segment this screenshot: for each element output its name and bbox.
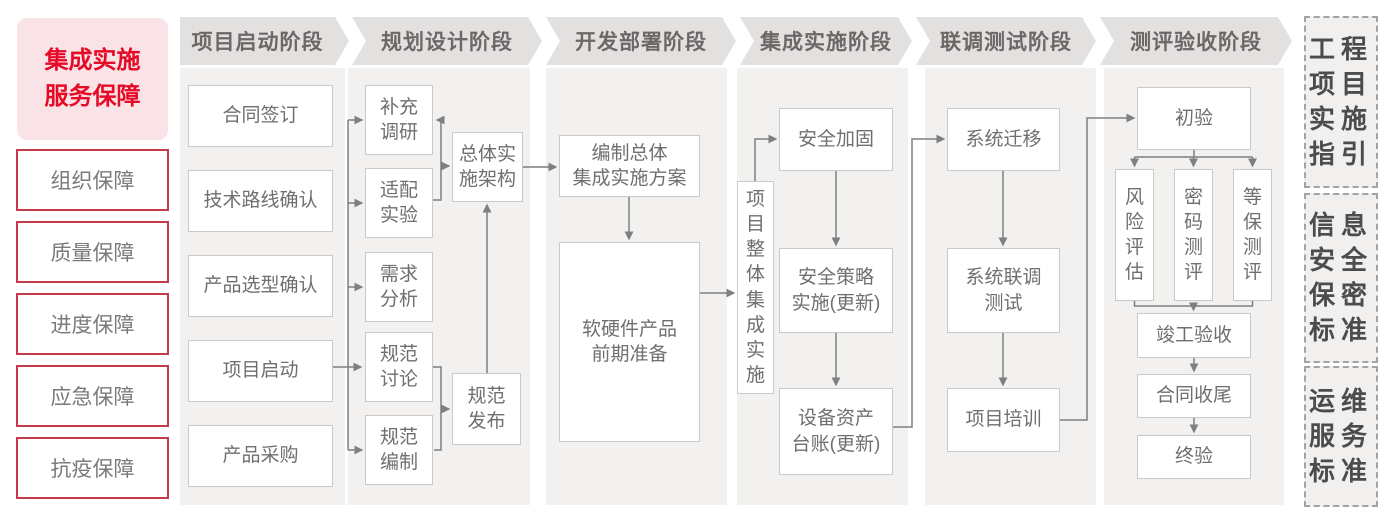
node-risk-assessment: 风险评估	[1115, 169, 1154, 301]
standard-box-engineering-guide: 工程项目实施指引	[1304, 16, 1378, 188]
phase-band-joint-testing: 联调测试阶段	[916, 17, 1096, 65]
phase-band-deployment: 开发部署阶段	[546, 17, 736, 65]
standard-label: 工程项目实施指引	[1308, 33, 1373, 170]
phase-band-kickoff: 项目启动阶段	[180, 17, 349, 65]
node-security-hardening: 安全加固	[779, 108, 893, 171]
node-requirements-analysis: 需求 分析	[365, 252, 433, 322]
node-project-kickoff: 项目启动	[188, 340, 333, 402]
sidebar-item-emergency-guarantee: 应急保障	[16, 365, 169, 427]
node-tech-route-confirm: 技术路线确认	[188, 170, 333, 232]
phase-label: 集成实施阶段	[760, 31, 892, 54]
standard-label: 运维服务标准	[1308, 385, 1373, 487]
sidebar-item-schedule-guarantee: 进度保障	[16, 293, 169, 355]
sidebar-item-organization-guarantee: 组织保障	[16, 149, 169, 211]
node-security-policy-implementation: 安全策略 实施(更新)	[779, 248, 893, 333]
node-supplementary-research: 补充 调研	[365, 85, 433, 155]
node-system-joint-testing: 系统联调 测试	[947, 248, 1060, 333]
node-overall-implementation-architecture: 总体实 施架构	[452, 132, 523, 202]
standard-box-infosec-confidentiality: 信息安全保密标准	[1304, 193, 1378, 363]
sidebar-title: 集成实施 服务保障	[17, 18, 168, 140]
phase-label: 规划设计阶段	[381, 31, 513, 54]
standard-label: 信息安全保密标准	[1308, 209, 1373, 346]
phase-label: 测评验收阶段	[1130, 31, 1262, 54]
phase-label: 开发部署阶段	[575, 31, 707, 54]
standard-box-om-service: 运维服务标准	[1304, 366, 1378, 507]
node-classified-protection-evaluation: 等保测评	[1233, 169, 1272, 301]
sidebar-item-epidemic-guarantee: 抗疫保障	[16, 437, 169, 499]
node-adaptation-experiment: 适配 实验	[365, 168, 433, 238]
node-spec-discussion: 规范 讨论	[365, 332, 433, 402]
node-contract-signing: 合同签订	[188, 85, 333, 147]
node-overall-integration-plan: 编制总体 集成实施方案	[559, 135, 700, 197]
phase-band-planning: 规划设计阶段	[352, 17, 542, 65]
phase-label: 项目启动阶段	[191, 31, 324, 54]
node-completion-acceptance: 竣工验收	[1137, 313, 1251, 358]
node-contract-closure: 合同收尾	[1137, 374, 1251, 418]
node-preliminary-acceptance: 初验	[1137, 87, 1251, 150]
node-system-migration: 系统迁移	[947, 108, 1060, 171]
node-hw-sw-preparation: 软硬件产品 前期准备	[559, 242, 700, 442]
node-spec-drafting: 规范 编制	[365, 415, 433, 485]
phase-band-acceptance: 测评验收阶段	[1100, 17, 1292, 65]
node-product-selection-confirm: 产品选型确认	[188, 255, 333, 317]
node-spec-release: 规范 发布	[452, 373, 521, 445]
node-product-procurement: 产品采购	[188, 425, 333, 487]
phase-band-integration: 集成实施阶段	[740, 17, 912, 65]
node-cryptography-evaluation: 密码测评	[1174, 169, 1213, 301]
node-project-overall-integration: 项目整体集成实施	[737, 181, 774, 394]
node-project-training: 项目培训	[947, 388, 1060, 452]
sidebar-item-quality-guarantee: 质量保障	[16, 221, 169, 283]
phase-label: 联调测试阶段	[940, 31, 1072, 54]
node-asset-ledger-update: 设备资产 台账(更新)	[779, 388, 893, 475]
node-final-acceptance: 终验	[1137, 435, 1251, 479]
